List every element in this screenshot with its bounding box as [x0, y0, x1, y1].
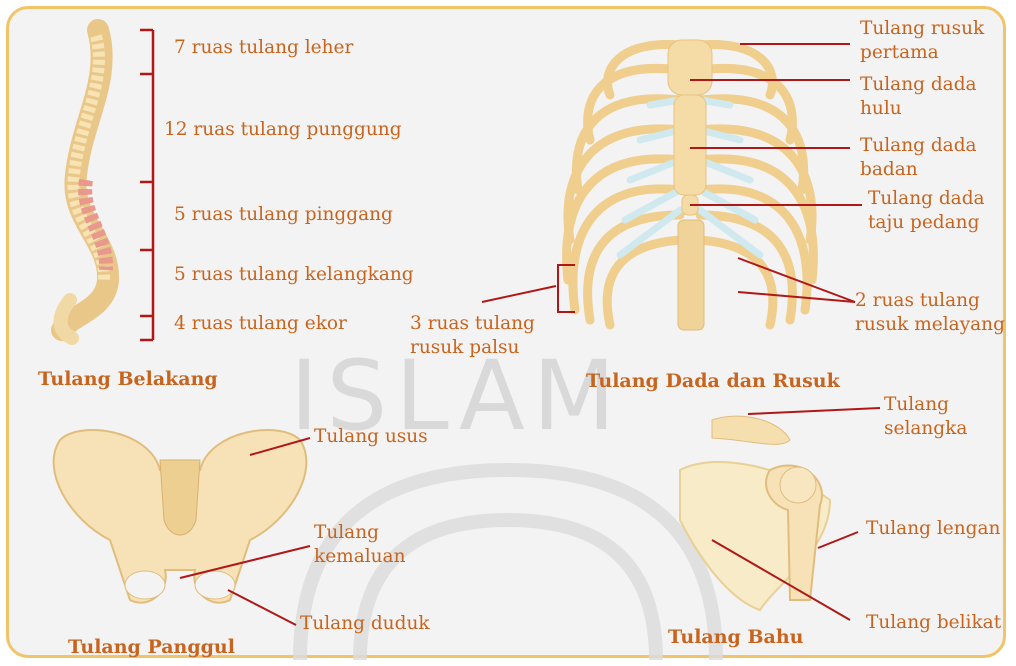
label-false-ribs-line2: rusuk palsu	[410, 337, 519, 359]
label-false-ribs-line1: 3 ruas tulang	[410, 313, 535, 335]
label-clavicle-line2: selangka	[884, 418, 967, 440]
label-first-rib-line2: pertama	[860, 42, 939, 64]
spine-label-lumbar: 5 ruas tulang pinggang	[174, 204, 393, 226]
label-manubrium-line1: Tulang dada	[860, 74, 977, 96]
label-ilium: Tulang usus	[314, 426, 428, 448]
spine-bracket	[140, 30, 153, 340]
spine-label-coccyx: 4 ruas tulang ekor	[174, 313, 347, 335]
pelvis-illustration	[54, 430, 307, 603]
label-manubrium-line2: hulu	[860, 98, 902, 120]
label-pubis-line1: Tulang	[314, 522, 379, 544]
label-humerus: Tulang lengan	[866, 518, 1000, 540]
pelvis-title: Tulang Panggul	[68, 636, 235, 658]
ribcage-title: Tulang Dada dan Rusuk	[586, 370, 840, 392]
label-pubis-line2: kemaluan	[314, 546, 406, 568]
spine-label-sacral: 5 ruas tulang kelangkang	[174, 264, 414, 286]
spine-title: Tulang Belakang	[38, 368, 218, 390]
label-xiphoid-line2: taju pedang	[868, 212, 979, 234]
label-ischium: Tulang duduk	[300, 613, 430, 635]
label-first-rib-line1: Tulang rusuk	[860, 18, 984, 40]
label-floating-ribs-line1: 2 ruas tulang	[855, 290, 980, 312]
label-xiphoid-line1: Tulang dada	[868, 188, 985, 210]
spine-illustration	[61, 30, 109, 338]
label-scapula: Tulang belikat	[866, 612, 1001, 634]
label-clavicle-line1: Tulang	[884, 394, 949, 416]
ribcage-illustration	[567, 40, 814, 330]
label-sternum-body-line2: badan	[860, 159, 918, 181]
label-sternum-body-line1: Tulang dada	[860, 135, 977, 157]
spine-label-cervical: 7 ruas tulang leher	[174, 37, 353, 59]
label-floating-ribs-line2: rusuk melayang	[855, 314, 1005, 336]
spine-label-thoracic: 12 ruas tulang punggung	[164, 119, 402, 141]
shoulder-title: Tulang Bahu	[668, 626, 803, 648]
